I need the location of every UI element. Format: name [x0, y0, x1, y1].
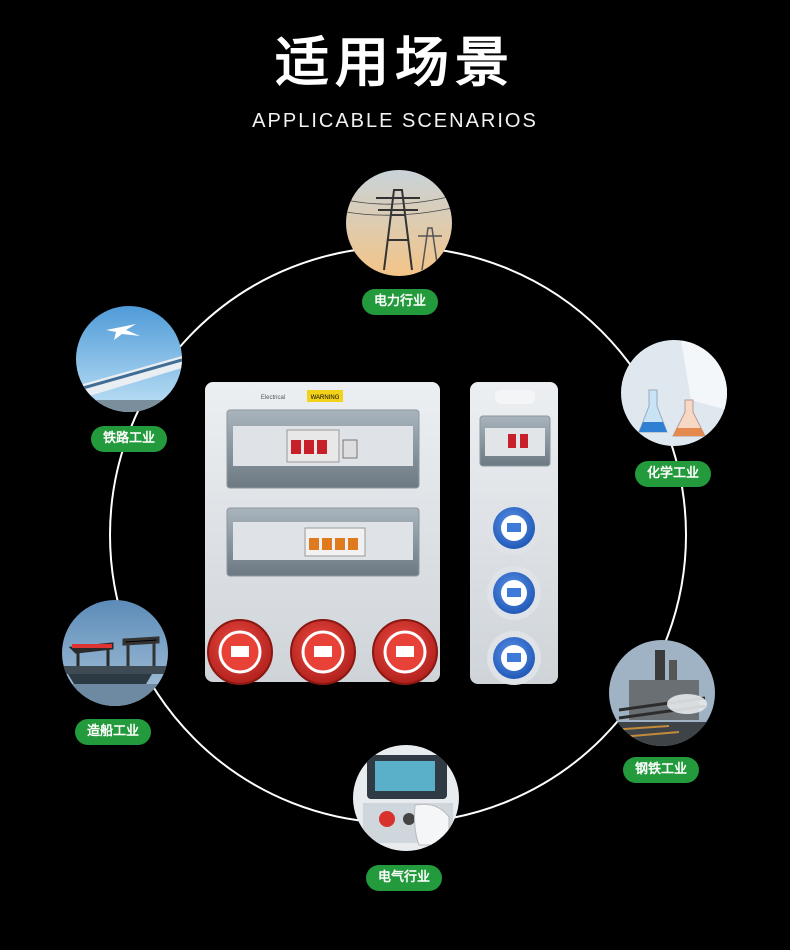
lab-icon: [621, 340, 727, 446]
warning-sticker: WARNING: [311, 395, 340, 401]
scenario-badge-steel: 钢铁工业: [623, 757, 700, 783]
scenario-badge-electrical: 电气行业: [366, 865, 443, 891]
scenario-label: 钢铁工业: [635, 762, 688, 777]
scenario-badge-shipbuilding: 造船工业: [75, 719, 152, 745]
scenario-thumb-railway: [76, 306, 182, 412]
scenario-label: 电气行业: [378, 870, 431, 885]
scenario-label: 铁路工业: [103, 431, 156, 446]
scenario-label: 化学工业: [647, 466, 700, 481]
page-title: 适用场景: [275, 31, 515, 94]
scenario-badge-power: 电力行业: [362, 289, 439, 315]
train-icon: [76, 306, 182, 412]
scenario-badge-chemical: 化学工业: [635, 461, 712, 487]
electrical-panel-icon: [353, 745, 459, 851]
scenario-thumb-steel: [609, 640, 715, 746]
scenario-thumb-chemical: [621, 340, 727, 446]
scenario-thumb-electrical: [353, 745, 459, 851]
steel-plant-icon: [609, 640, 715, 746]
scenario-badge-railway: 铁路工业: [91, 426, 168, 452]
scenario-thumb-shipbuilding: [62, 600, 168, 706]
shipyard-icon: [62, 600, 168, 706]
brand-label: Electrical: [261, 395, 285, 401]
scenario-label: 电力行业: [374, 294, 427, 309]
distribution-box-image: WARNING Electrical: [205, 382, 558, 685]
power-tower-icon: [346, 170, 452, 276]
scenario-label: 造船工业: [87, 724, 140, 739]
scenario-thumb-power: [346, 170, 452, 276]
page-subtitle: APPLICABLE SCENARIOS: [252, 110, 538, 132]
